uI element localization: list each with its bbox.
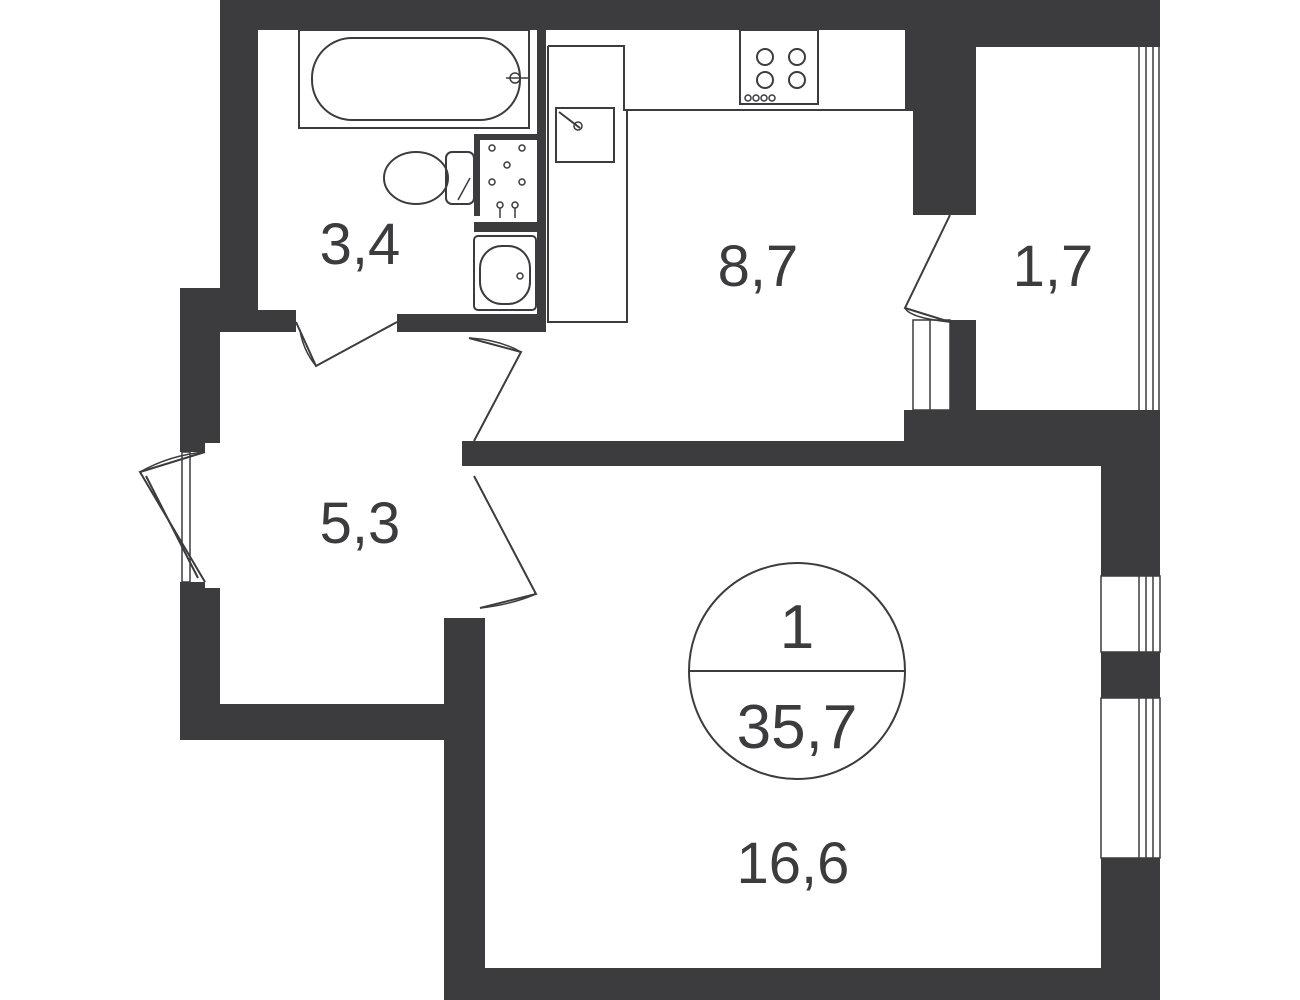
door-balcony	[903, 214, 951, 323]
rooms-count: 1	[780, 593, 814, 662]
bathroom-sink-icon	[473, 235, 537, 311]
wall-sink-partition	[474, 222, 546, 232]
wall-bathroom-bottom-right	[397, 314, 546, 332]
wall-kitchen-living-step	[904, 410, 1160, 441]
room-labels: 3,4 8,7 1,7 5,3 16,6	[320, 212, 1094, 896]
window-living-lower	[1100, 697, 1161, 859]
wall-living-right-top	[1101, 441, 1160, 576]
door-living	[473, 475, 538, 609]
window-living-upper	[1100, 575, 1161, 653]
wall-living-bottom	[444, 968, 1160, 1000]
bathroom-area-label: 3,4	[320, 212, 401, 277]
door-bathroom	[295, 321, 398, 368]
fixtures	[298, 29, 913, 323]
living-room-area-label: 16,6	[737, 831, 850, 896]
wall-balcony-divider-low	[950, 320, 976, 410]
wall-balcony-divider	[913, 30, 976, 215]
wall-living-left	[444, 618, 485, 1000]
hallway-area-label: 5,3	[320, 491, 401, 556]
wall-hallway-bottom	[180, 704, 480, 740]
stove-icon	[739, 29, 819, 105]
wall-hallway-left	[180, 288, 220, 452]
wall-shower-partition	[474, 134, 546, 216]
windows	[912, 47, 1161, 859]
wall-living-right-bottom	[1101, 858, 1160, 1000]
wall-living-right-mid	[1101, 652, 1160, 698]
shower-icon	[488, 144, 526, 218]
doors	[138, 214, 951, 609]
wall-kitchen-living	[462, 441, 1160, 466]
apartment-badge: 1 35,7	[688, 562, 906, 780]
wall-hallway-left-lower	[180, 582, 220, 706]
walls	[180, 0, 1160, 1000]
balcony-area-label: 1,7	[1013, 234, 1094, 299]
kitchen-area-label: 8,7	[718, 234, 799, 299]
bathtub-icon	[298, 29, 530, 129]
kitchen-counter-icon	[547, 45, 913, 323]
window-balcony	[1138, 47, 1160, 410]
window-balcony-door	[912, 319, 951, 411]
total-area: 35,7	[737, 693, 858, 762]
wall-balcony-top	[976, 30, 1160, 47]
wall-bathroom-bottom	[220, 310, 296, 332]
door-kitchen	[468, 337, 523, 442]
door-entrance	[138, 451, 206, 583]
toilet-icon	[383, 151, 475, 205]
